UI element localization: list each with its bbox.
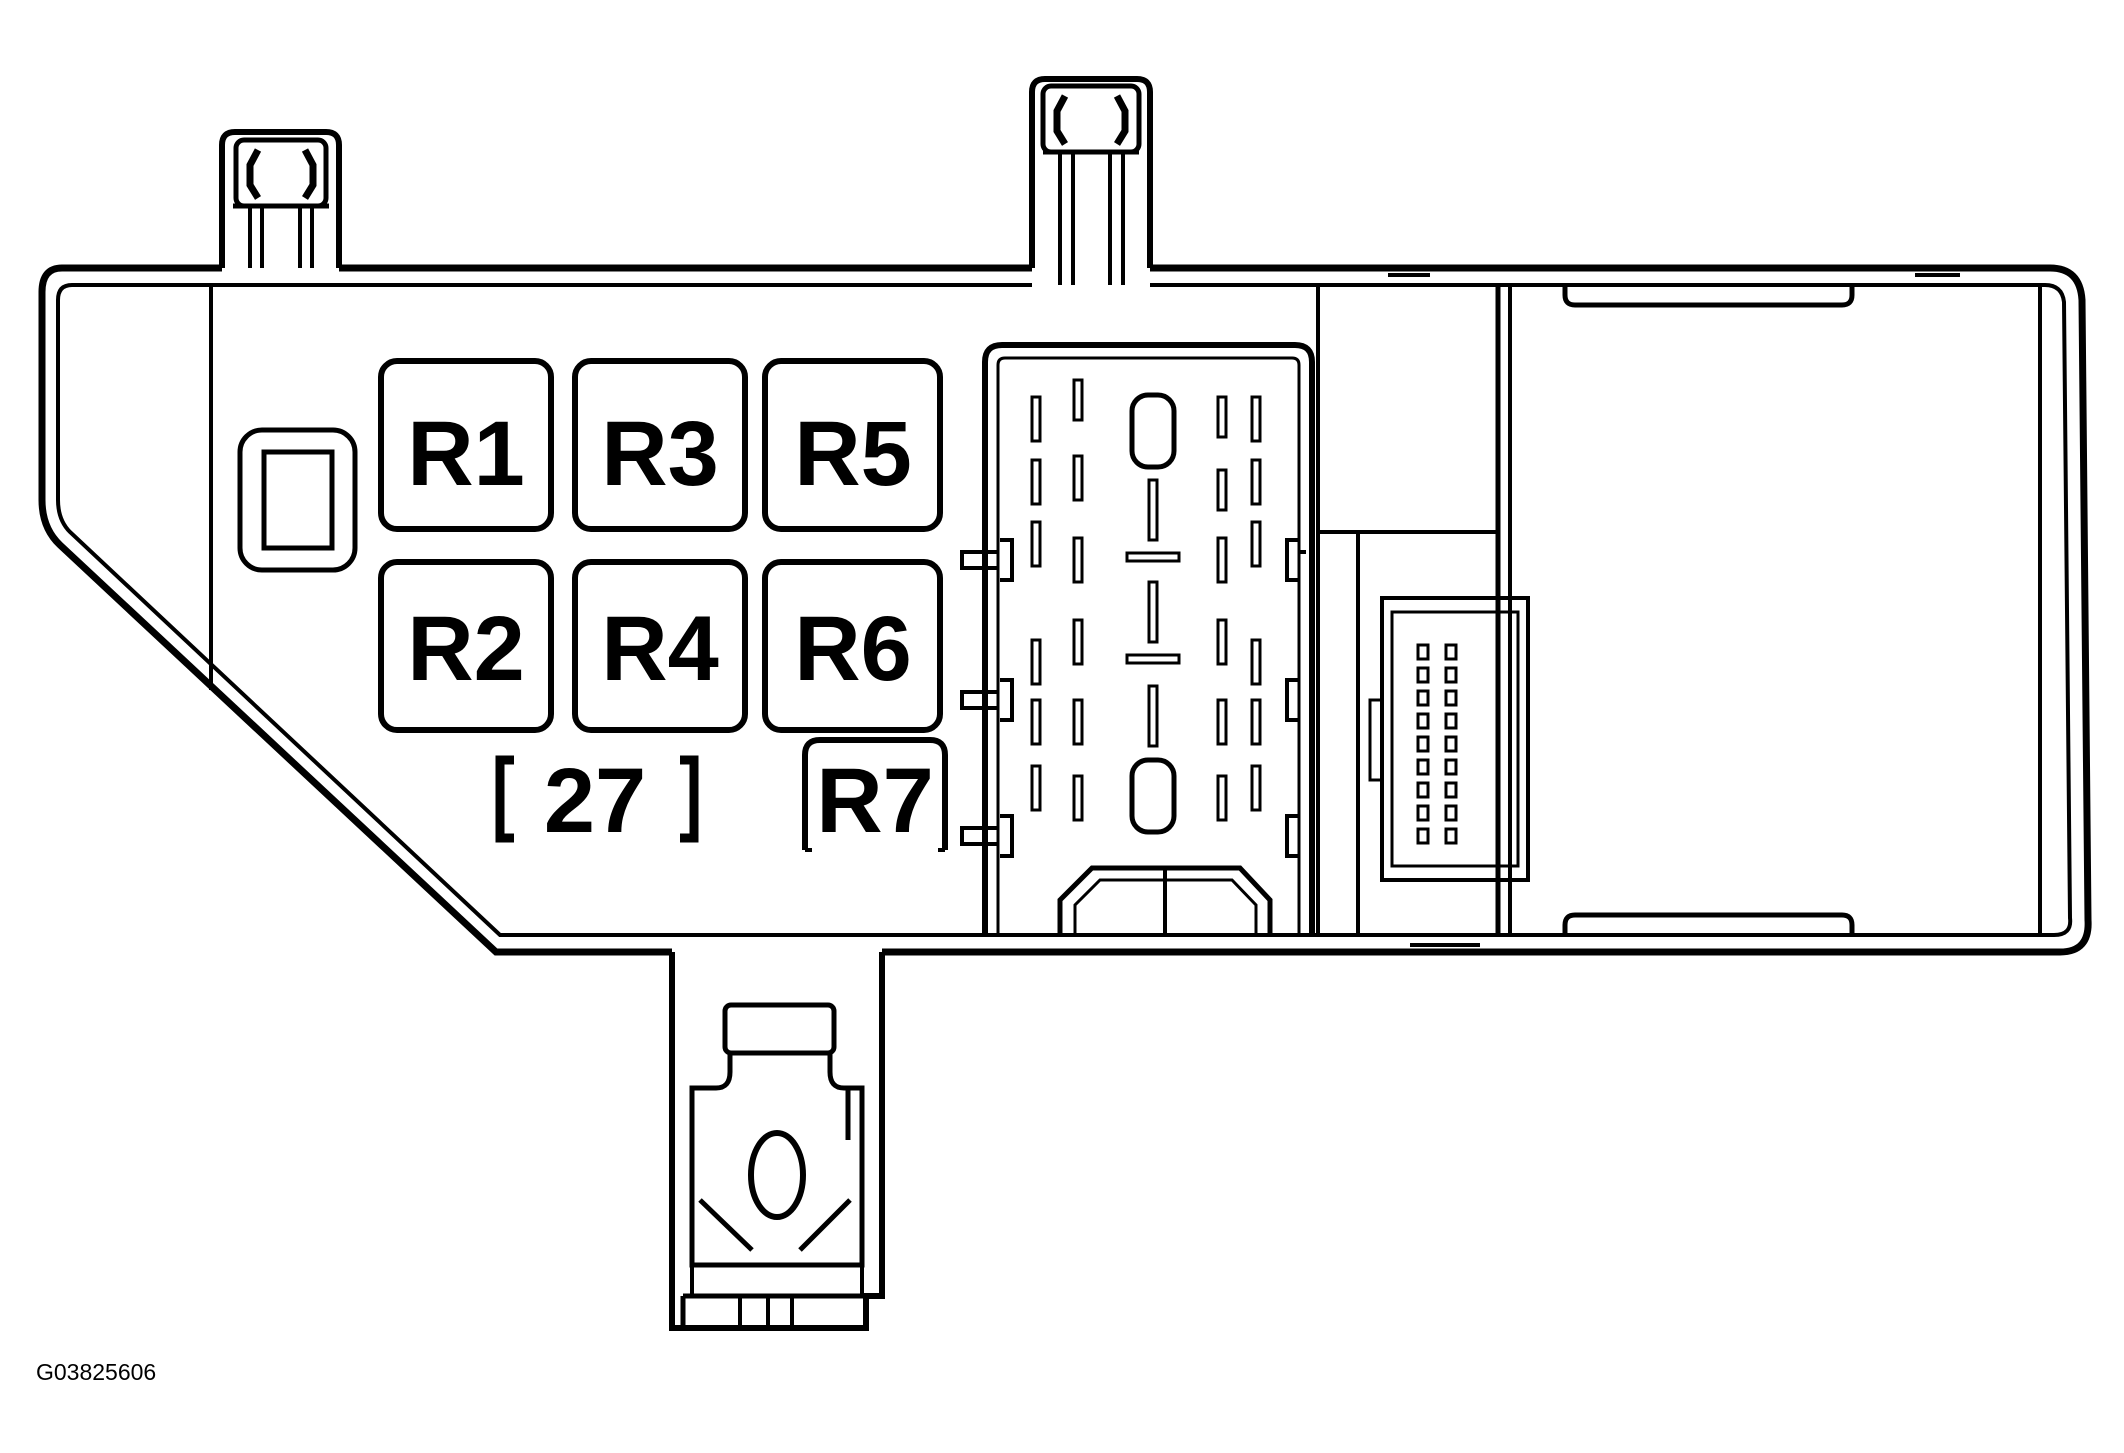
- relay-R2: R2: [378, 559, 554, 733]
- relay-R7: R7: [802, 737, 948, 852]
- relay-label: R6: [794, 598, 912, 700]
- housing-outline: [38, 264, 2092, 956]
- relay-label: R7: [816, 750, 934, 852]
- connector-block: [960, 342, 1315, 935]
- figure-id: G03825606: [36, 1359, 156, 1385]
- relay-label: R4: [601, 598, 719, 700]
- relay-R4: R4: [572, 559, 748, 733]
- relay-label: R1: [407, 403, 525, 505]
- relay-label: R3: [601, 403, 719, 505]
- relay-R1: R1: [378, 358, 554, 532]
- relay-R6: R6: [762, 559, 943, 733]
- fuse-label: 27: [544, 750, 646, 852]
- relay-R3: R3: [572, 358, 748, 532]
- mounting-tab-bottom: [669, 952, 885, 1331]
- module-area: [1316, 273, 2042, 947]
- mounting-tab-top-center: [1029, 76, 1153, 285]
- small-terminal: [237, 427, 358, 573]
- relay-R5: R5: [762, 358, 943, 532]
- mounting-tab-top-left: [219, 129, 342, 268]
- relay-label: R2: [407, 598, 525, 700]
- fuse-27: 27: [495, 750, 699, 852]
- relay-label: R5: [794, 403, 912, 505]
